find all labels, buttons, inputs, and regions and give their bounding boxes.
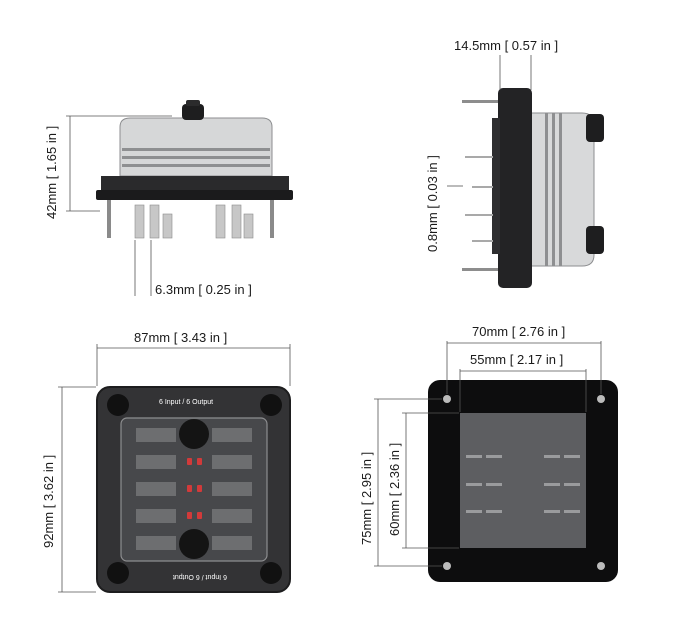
rear-outer-width-dim: 70mm [ 2.76 in ] — [472, 324, 565, 339]
rear-outer-height-dim: 75mm [ 2.95 in ] — [359, 452, 374, 545]
end-view: 14.5mm [ 0.57 in ] 0.8mm [ 0.03 in ] — [425, 38, 604, 288]
side-view: 42mm [ 1.65 in ] 6.3mm [ 0.25 in ] — [44, 100, 293, 297]
end-thickness-dim: 0.8mm [ 0.03 in ] — [425, 155, 440, 252]
front-width-dim: 87mm [ 3.43 in ] — [134, 330, 227, 345]
front-label-bottom: 6 Input / 6 Output — [173, 573, 227, 580]
front-label-top: 6 Input / 6 Output — [159, 399, 213, 406]
front-height-dim: 92mm [ 3.62 in ] — [41, 455, 56, 548]
front-view: 6 Input / 6 Output 6 Input / 6 Output 87… — [41, 330, 291, 593]
rear-inner-height-dim: 60mm [ 2.36 in ] — [387, 443, 402, 536]
side-height-dim: 42mm [ 1.65 in ] — [44, 126, 59, 219]
rear-view: 70mm [ 2.76 in ] 55mm [ 2.17 in ] 75mm [… — [359, 324, 618, 582]
pin-width-dim: 6.3mm [ 0.25 in ] — [155, 282, 252, 297]
end-depth-dim: 14.5mm [ 0.57 in ] — [454, 38, 558, 53]
rear-inner-width-dim: 55mm [ 2.17 in ] — [470, 352, 563, 367]
